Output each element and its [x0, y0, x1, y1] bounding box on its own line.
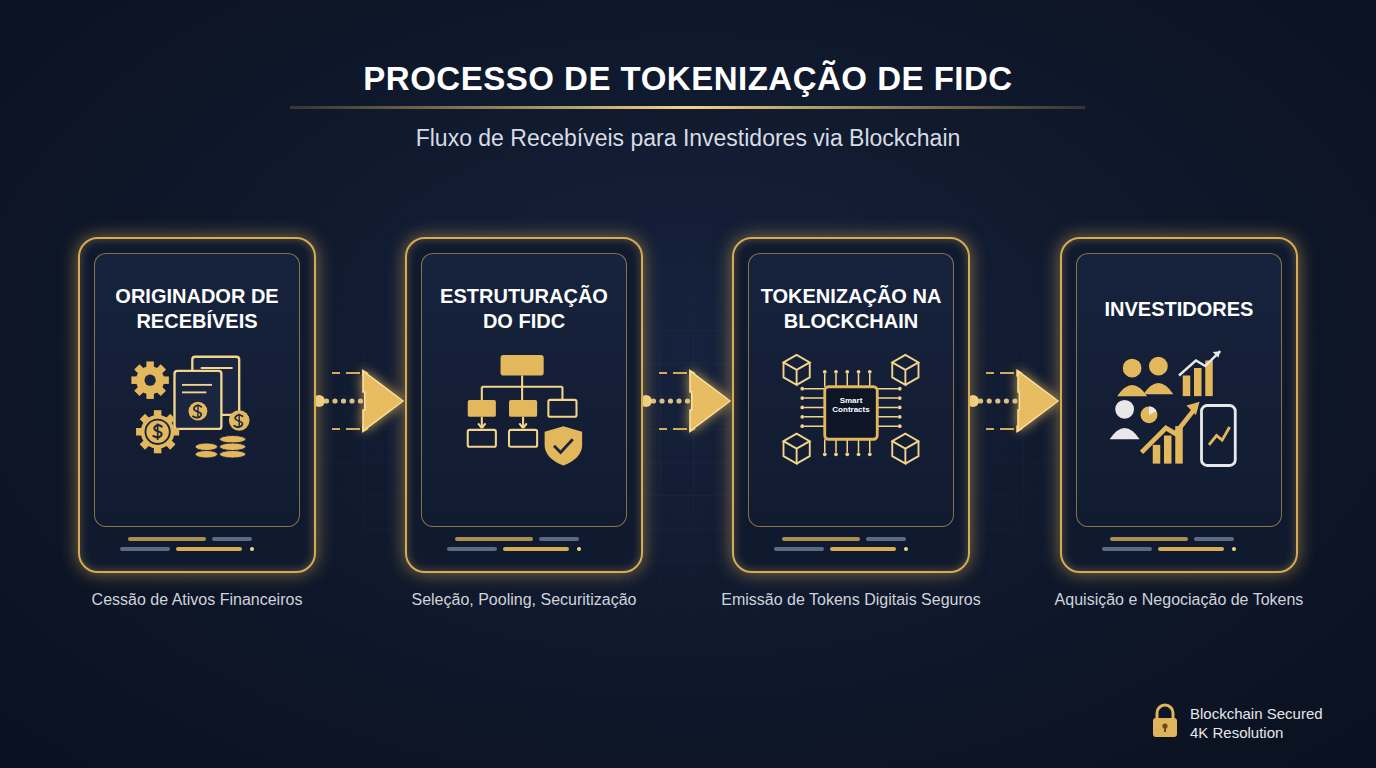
chip-label: Smart Contracts	[825, 396, 878, 414]
process-card: INVESTIDORESAquisição e Negociação de To…	[1060, 237, 1298, 573]
process-card: ORIGINADOR DE RECEBÍVEISCessão de Ativos…	[78, 237, 316, 573]
card-description: Aquisição e Negociação de Tokens	[1042, 589, 1316, 610]
flow-arrow	[313, 369, 403, 433]
card-heading: ESTRUTURAÇÃO DO FIDC	[425, 284, 623, 334]
decor-bars	[1102, 535, 1256, 555]
card-heading: TOKENIZAÇÃO NA BLOCKCHAIN	[752, 284, 950, 334]
decor-bars	[774, 535, 928, 555]
lock-icon	[1150, 703, 1180, 739]
decor-bars	[447, 535, 601, 555]
card-icon	[122, 347, 272, 479]
footer-note: Blockchain Secured	[1190, 705, 1323, 722]
card-heading: ORIGINADOR DE RECEBÍVEIS	[98, 284, 296, 334]
subtitle: Fluxo de Recebíveis para Investidores vi…	[0, 125, 1376, 152]
card-heading: INVESTIDORES	[1080, 297, 1278, 322]
card-screen	[1076, 253, 1282, 527]
flow-arrow	[640, 369, 730, 433]
card-description: Emissão de Tokens Digitais Seguros	[714, 589, 988, 610]
process-card: TOKENIZAÇÃO NA BLOCKCHAINEmissão de Toke…	[732, 237, 970, 573]
flow-arrow	[967, 369, 1058, 433]
diagram-title: PROCESSO DE TOKENIZAÇÃO DE FIDC	[0, 60, 1376, 98]
process-card: ESTRUTURAÇÃO DO FIDCSeleção, Pooling, Se…	[405, 237, 643, 573]
footer-note: 4K Resolution	[1190, 724, 1283, 741]
card-description: Cessão de Ativos Financeiros	[60, 589, 334, 610]
card-icon	[1104, 347, 1254, 479]
card-description: Seleção, Pooling, Securitização	[387, 589, 661, 610]
card-icon	[449, 347, 599, 479]
decor-bars	[120, 535, 274, 555]
